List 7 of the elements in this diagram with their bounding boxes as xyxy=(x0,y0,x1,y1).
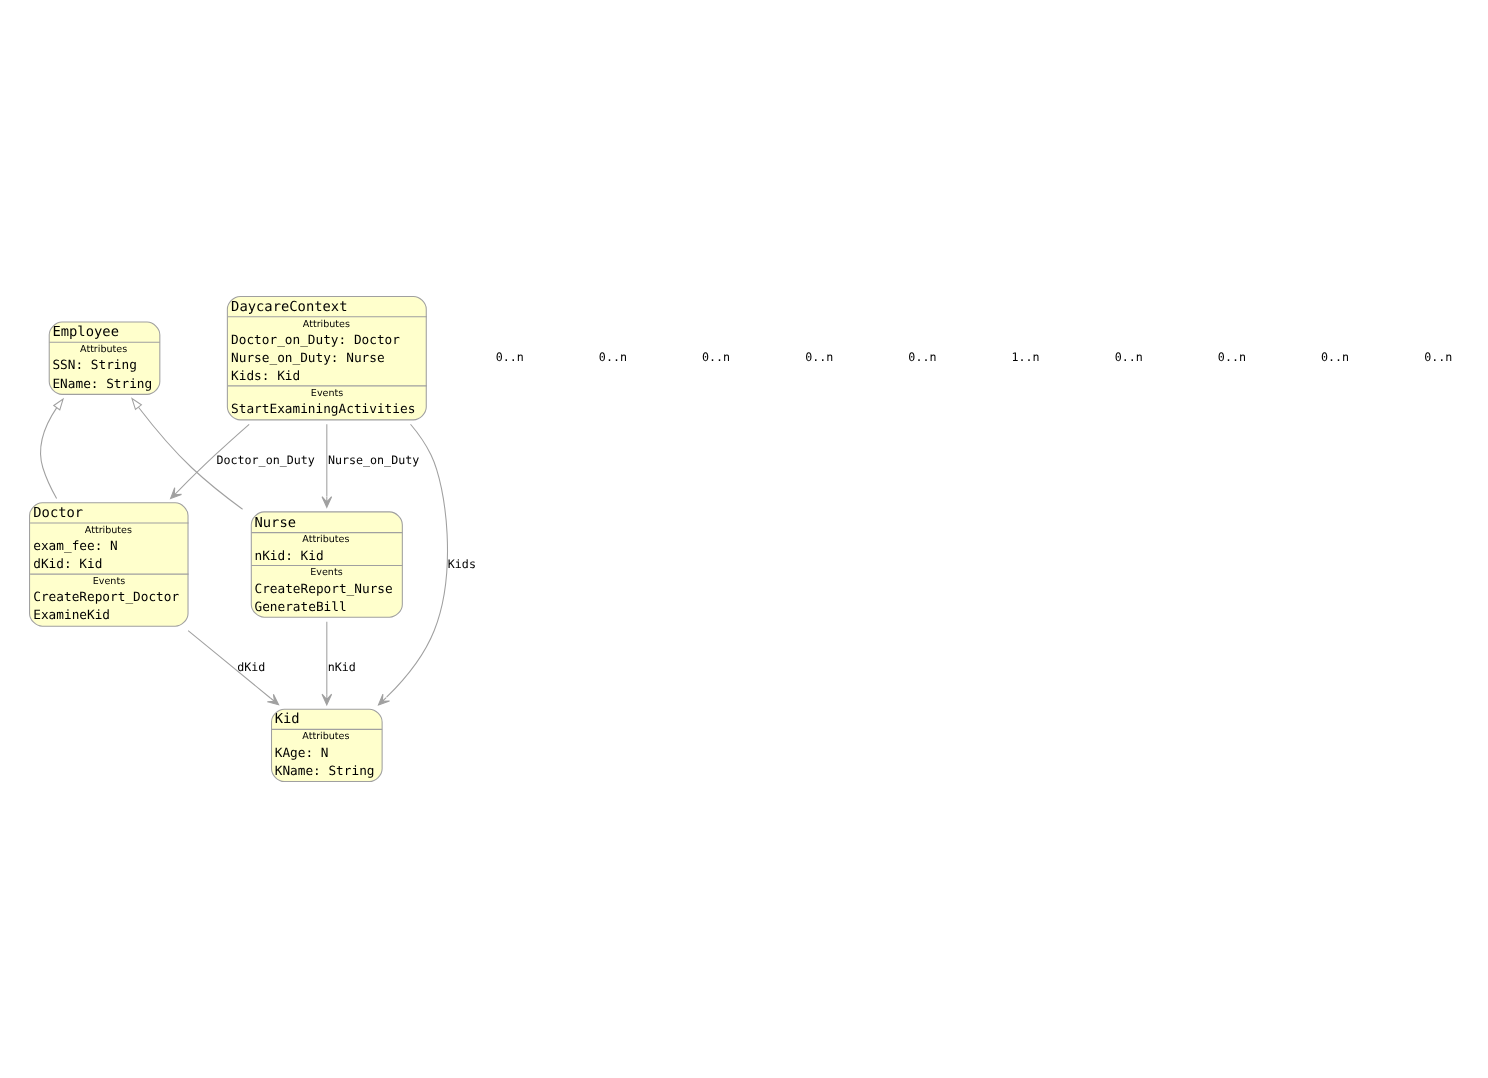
arrow xyxy=(377,423,448,706)
arrow xyxy=(321,423,333,508)
arrow xyxy=(321,621,333,706)
arrow xyxy=(187,630,280,706)
arrow xyxy=(131,397,244,510)
arrow xyxy=(40,397,64,499)
arrow xyxy=(170,423,250,500)
